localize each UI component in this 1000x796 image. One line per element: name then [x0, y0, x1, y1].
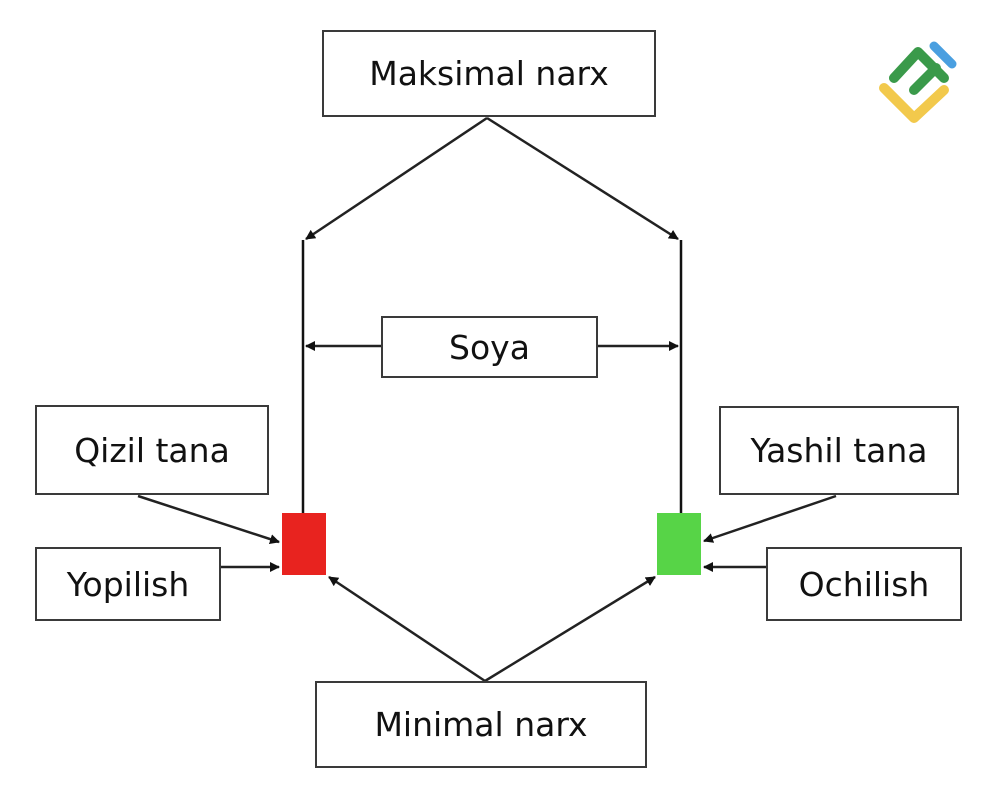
red-body-box: Qizil tana [35, 405, 269, 495]
max-arrow-right [486, 116, 679, 241]
green-candle-body [657, 513, 701, 575]
red-candle-body [282, 513, 326, 575]
max-price-label: Maksimal narx [369, 54, 609, 93]
max-arrow-left [305, 116, 488, 241]
shadow-label: Soya [449, 327, 530, 367]
min-price-box: Minimal narx [315, 681, 647, 768]
shadow-box: Soya [381, 316, 598, 378]
red-body-label: Qizil tana [74, 430, 230, 470]
open-box: Ochilish [766, 547, 962, 621]
min-arrow-left [328, 575, 486, 683]
close-box: Yopilish [35, 547, 221, 621]
min-price-label: Minimal narx [374, 705, 588, 744]
close-label: Yopilish [66, 564, 190, 604]
red-body-arrow [137, 494, 280, 544]
min-arrow-right [484, 575, 656, 683]
green-body-box: Yashil tana [719, 406, 959, 495]
max-price-box: Maksimal narx [322, 30, 656, 117]
green-body-arrow [703, 494, 837, 543]
brand-logo-icon [879, 41, 957, 123]
green-body-label: Yashil tana [750, 431, 928, 470]
open-label: Ochilish [798, 564, 930, 604]
